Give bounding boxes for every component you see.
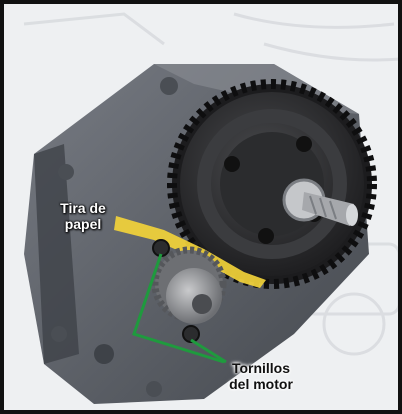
callout-paper-line2: papel: [64, 216, 102, 232]
callout-leaders: [132, 253, 227, 364]
callout-paper-strip: Tira de papel: [48, 200, 118, 232]
callout-paper-line1: Tira de: [60, 200, 106, 216]
output-shaft: [282, 178, 358, 226]
gearbox-illustration: [23, 12, 398, 404]
callout-screws-line2: del motor: [229, 376, 293, 392]
callout-screws-line1: Tornillos: [231, 360, 291, 376]
motor-screws: [152, 239, 200, 343]
motor-pinion: [151, 246, 227, 324]
callout-motor-screws: Tornillos del motor: [206, 360, 316, 392]
spur-gear: [167, 79, 377, 289]
